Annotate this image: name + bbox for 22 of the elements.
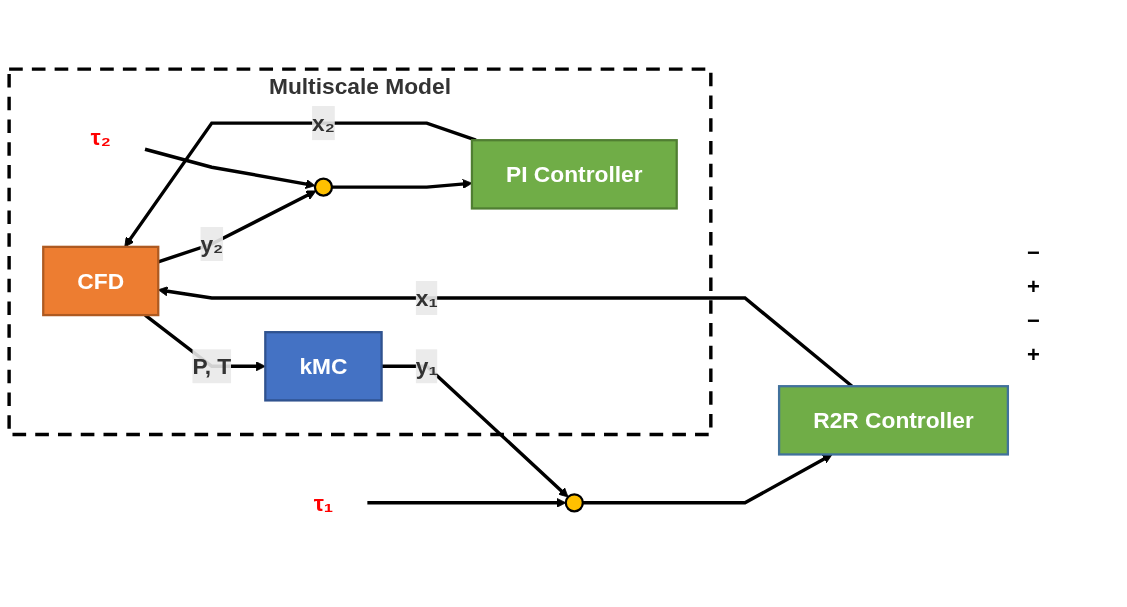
- node-box: kMC: [264, 331, 383, 403]
- node-circle: [564, 493, 584, 513]
- arrow: [124, 121, 477, 248]
- arrow: [582, 454, 833, 505]
- edge-label: y₁: [415, 354, 438, 380]
- arrow: [144, 148, 316, 190]
- arrow: [367, 498, 567, 509]
- edge-label: x₁: [415, 286, 438, 312]
- sign-label: +: [1027, 273, 1041, 300]
- node-text: τ₂: [90, 125, 111, 151]
- arrow: [381, 365, 569, 498]
- sign-label: +: [1027, 341, 1041, 368]
- node-box: R2R Controller: [777, 385, 1010, 457]
- edge-label: P, T: [192, 354, 232, 380]
- node-box: CFD: [42, 246, 160, 317]
- sign-label: −: [1027, 307, 1041, 334]
- sign-label: −: [1027, 239, 1041, 266]
- node-circle: [313, 177, 334, 198]
- node-text: τ₁: [313, 490, 334, 516]
- edge-label: x₂: [312, 111, 335, 137]
- edge-label: y₂: [200, 231, 224, 257]
- node-box: PI Controller: [470, 139, 678, 211]
